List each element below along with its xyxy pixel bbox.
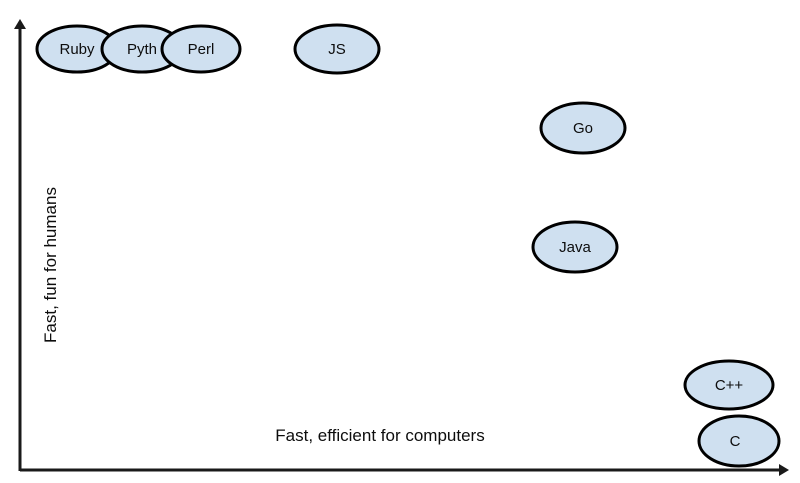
node-label-python: Pyth: [127, 41, 157, 58]
node-java[interactable]: Java: [531, 220, 619, 274]
x-axis-label: Fast, efficient for computers: [275, 426, 484, 445]
node-ellipse-c[interactable]: [697, 414, 781, 468]
node-ellipse-cpp[interactable]: [683, 359, 775, 411]
node-ellipse-java[interactable]: [531, 220, 619, 274]
node-label-cpp: C++: [715, 377, 744, 394]
node-label-perl: Perl: [188, 41, 215, 58]
axes-group: [14, 19, 789, 476]
node-ellipse-go[interactable]: [539, 101, 627, 155]
node-ellipse-js[interactable]: [293, 23, 381, 75]
node-ruby[interactable]: Ruby: [35, 24, 119, 74]
node-python[interactable]: Pyth: [100, 24, 184, 74]
node-go[interactable]: Go: [539, 101, 627, 155]
node-perl[interactable]: Perl: [160, 24, 242, 74]
y-axis-label: Fast, fun for humans: [41, 187, 60, 343]
node-label-c: C: [730, 433, 741, 450]
node-ellipse-perl[interactable]: [160, 24, 242, 74]
node-label-java: Java: [559, 239, 591, 256]
node-label-js: JS: [328, 41, 346, 58]
node-js[interactable]: JS: [293, 23, 381, 75]
node-c[interactable]: C: [697, 414, 781, 468]
node-label-go: Go: [573, 120, 593, 137]
node-label-ruby: Ruby: [59, 41, 95, 58]
node-cpp[interactable]: C++: [683, 359, 775, 411]
